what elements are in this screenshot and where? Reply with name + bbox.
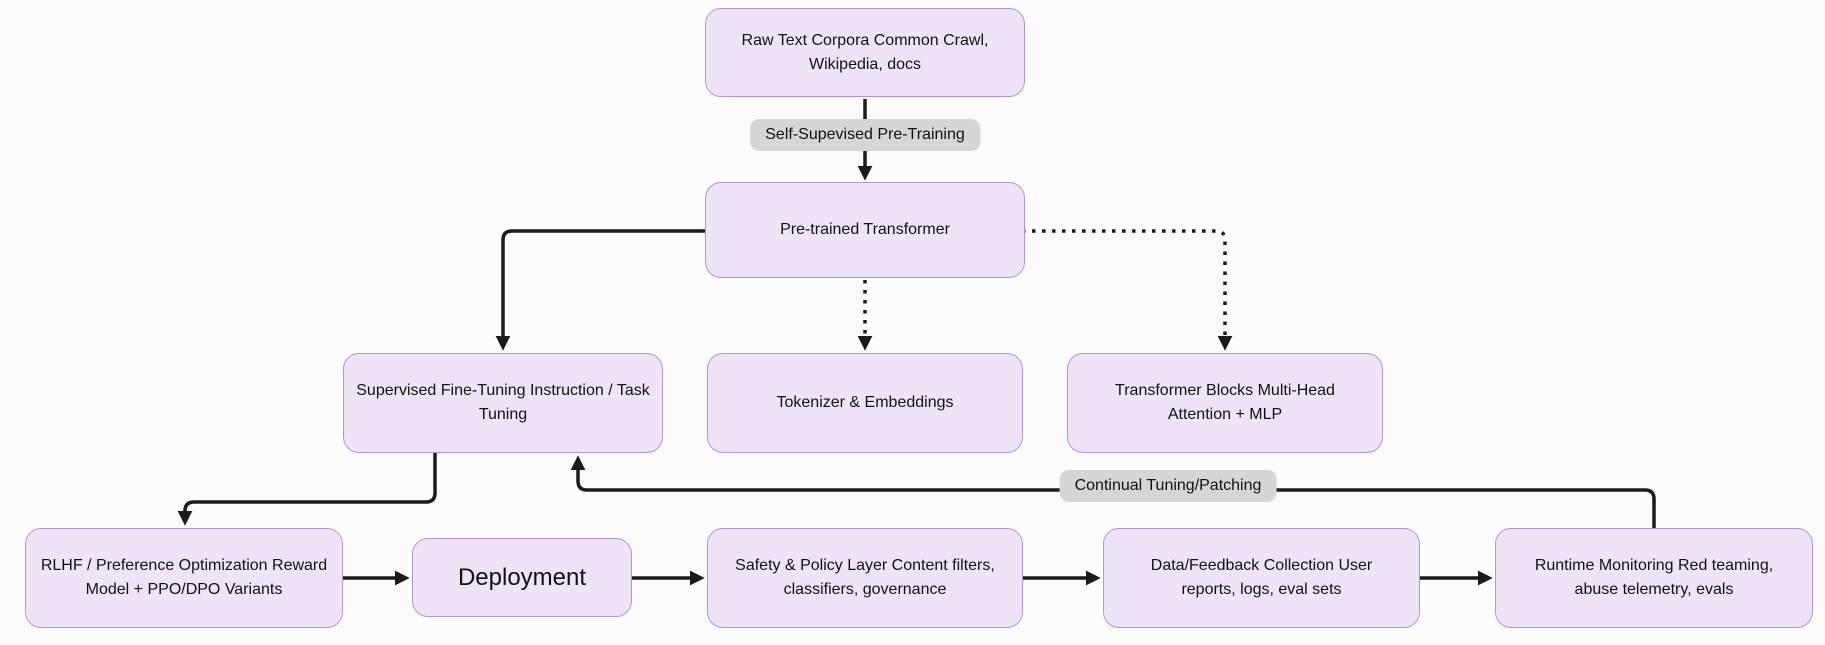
edge-label-continual-tuning-patching: Continual Tuning/Patching (1059, 470, 1277, 502)
node-runtime-monitoring-label: Runtime Monitoring Red teaming, abuse te… (1534, 557, 1774, 598)
node-tokenizer-embeddings: Tokenizer & Embeddings (707, 353, 1023, 453)
node-safety-policy-layer: Safety & Policy Layer Content filters, c… (707, 528, 1023, 628)
node-rlhf-preference-optimization: RLHF / Preference Optimization Reward Mo… (25, 528, 343, 628)
node-tokenizer-embeddings-label: Tokenizer & Embeddings (776, 394, 954, 411)
node-transformer-blocks: Transformer Blocks Multi-Head Attention … (1067, 353, 1383, 453)
edge-label-self-supervised-pre-training: Self-Supevised Pre-Training (750, 119, 980, 151)
node-safety-policy-layer-label: Safety & Policy Layer Content filters, c… (735, 557, 995, 598)
node-deployment: Deployment (412, 538, 632, 617)
node-rlhf-preference-optimization-label: RLHF / Preference Optimization Reward Mo… (40, 557, 328, 598)
node-data-feedback-collection-label: Data/Feedback Collection User reports, l… (1150, 557, 1373, 598)
node-pretrained-transformer-label: Pre-trained Transformer (780, 221, 950, 238)
node-supervised-fine-tuning: Supervised Fine-Tuning Instruction / Tas… (343, 353, 663, 453)
edge-pretrained-to-transformer-blocks (1022, 229, 1233, 351)
node-data-feedback-collection: Data/Feedback Collection User reports, l… (1103, 528, 1420, 628)
edge-sft-to-rlhf (177, 453, 437, 526)
node-raw-text-corpora-label: Raw Text Corpora Common Crawl, Wikipedia… (741, 31, 989, 73)
node-runtime-monitoring: Runtime Monitoring Red teaming, abuse te… (1495, 528, 1813, 628)
node-pretrained-transformer: Pre-trained Transformer (705, 182, 1025, 278)
node-transformer-blocks-label: Transformer Blocks Multi-Head Attention … (1115, 382, 1335, 423)
edge-pretrained-to-sft (495, 229, 705, 351)
node-deployment-label: Deployment (457, 563, 587, 591)
node-supervised-fine-tuning-label: Supervised Fine-Tuning Instruction / Tas… (356, 382, 650, 423)
node-raw-text-corpora: Raw Text Corpora Common Crawl, Wikipedia… (705, 8, 1025, 97)
